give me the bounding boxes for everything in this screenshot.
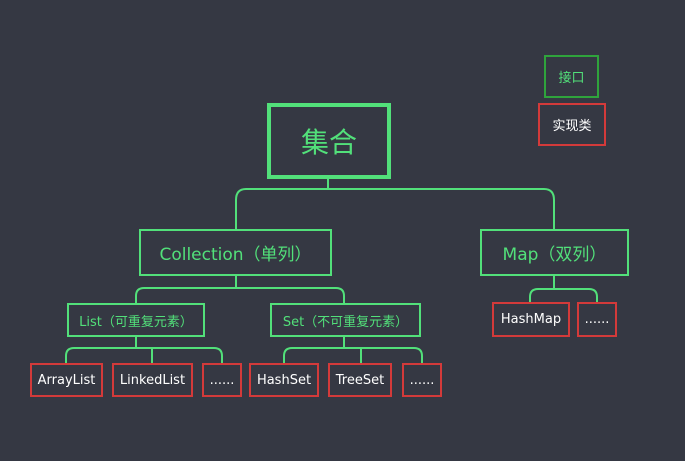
node-hashset: HashSet: [249, 363, 319, 397]
connector-list: [65, 336, 223, 363]
node-map: Map（双列）: [480, 229, 629, 276]
legend-interface: 接口: [544, 55, 599, 98]
node-arraylist: ArrayList: [30, 363, 103, 397]
node-linkedlist: LinkedList: [112, 363, 193, 397]
connector-collection: [135, 275, 345, 303]
node-set: Set（不可重复元素）: [270, 303, 421, 337]
node-map-more: ......: [577, 302, 617, 337]
connector-map: [529, 276, 598, 302]
legend-implementation: 实现类: [538, 103, 606, 146]
node-treeset: TreeSet: [328, 363, 392, 397]
node-hashmap: HashMap: [492, 302, 570, 337]
node-list-more: ......: [202, 363, 242, 397]
connector-root: [235, 178, 555, 229]
node-list: List（可重复元素）: [67, 303, 205, 337]
connector-set: [283, 336, 423, 363]
node-collections-root: 集合: [267, 103, 391, 179]
node-collection: Collection（单列）: [139, 229, 332, 276]
node-set-more: ......: [402, 363, 442, 397]
